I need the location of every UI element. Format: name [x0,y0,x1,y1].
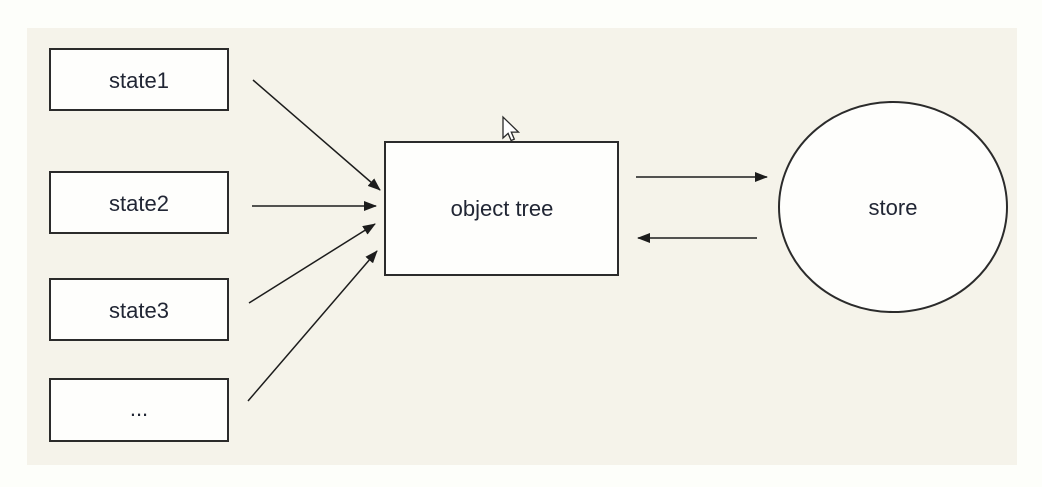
arrow-state3-to-object-tree [248,223,376,304]
node-state3: state3 [49,278,229,341]
store-label: store [869,195,918,220]
node-state2: state2 [49,171,229,234]
arrow-state1-to-object-tree [252,79,381,191]
state1-box [49,48,229,111]
state3-box [49,278,229,341]
more-states-box [49,378,229,442]
arrow-more-to-object-tree [247,250,378,402]
mouse-cursor-icon [502,115,521,142]
node-state1: state1 [49,48,229,111]
state2-label: state2 [109,191,169,216]
state3-label: state3 [109,298,169,323]
node-object-tree: object tree [384,141,619,276]
store-circle [778,101,1008,313]
node-store: store [778,101,1008,313]
state2-box [49,171,229,234]
node-more-states: ... [49,378,229,442]
object-tree-box [384,141,619,276]
more-states-label: ... [130,396,148,421]
state1-label: state1 [109,68,169,93]
object-tree-label: object tree [451,196,554,221]
